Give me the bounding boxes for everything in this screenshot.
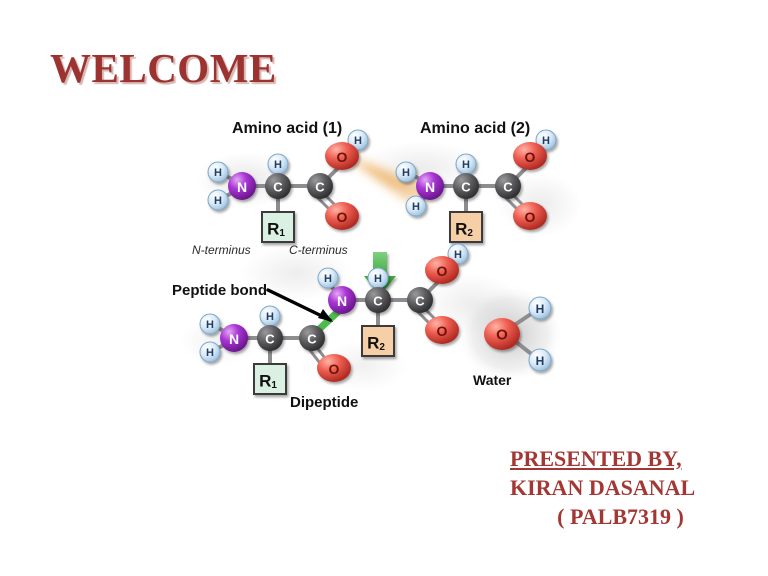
- atom-hydrogen: [395, 161, 417, 183]
- atom-hydrogen: [405, 195, 427, 217]
- side-chain-box-r1: [261, 211, 295, 243]
- condensation-glow: [346, 156, 438, 208]
- label-amino-acid-2: Amino acid (2): [420, 120, 531, 137]
- atom-hydrogen: [347, 129, 369, 151]
- atom-oxygen: [317, 354, 351, 382]
- atom-label-c: C: [273, 180, 283, 195]
- atom-hydrogen: [207, 161, 229, 183]
- atom-carbon: [265, 173, 291, 199]
- label-c-terminus: C-terminus: [289, 243, 348, 257]
- atom-carbon: [407, 287, 433, 313]
- peptide-bond-diagram: H H H H N C C O O R1 H H H H N C C O O: [170, 112, 590, 422]
- atom-label-h: H: [374, 273, 382, 285]
- atom-nitrogen: [228, 172, 256, 200]
- atom-label-o: O: [329, 361, 340, 377]
- atom-label-c: C: [415, 294, 425, 309]
- presenter-block: PRESENTED BY, KIRAN DASANAL ( PALB7319 ): [510, 444, 755, 531]
- atom-carbon: [307, 173, 333, 199]
- atom-label-h: H: [266, 311, 274, 323]
- atom-carbon: [453, 173, 479, 199]
- atom-carbon: [365, 287, 391, 313]
- atom-label-c: C: [503, 180, 513, 195]
- atom-label-h: H: [542, 135, 550, 147]
- atom-hydrogen: [207, 189, 229, 211]
- atom-label-h: H: [412, 201, 420, 213]
- atom-label-h: H: [402, 167, 410, 179]
- label-peptide-bond: Peptide bond: [172, 282, 267, 299]
- atom-label-n: N: [237, 179, 247, 195]
- diagram-svg: H H H H N C C O O R1 H H H H N C C O O: [199, 129, 564, 395]
- atom-carbon: [257, 325, 283, 351]
- atom-label-h: H: [454, 249, 462, 261]
- atom-label-h: H: [536, 302, 545, 316]
- atom-label-h: H: [324, 273, 332, 285]
- side-chain-box-r1: [253, 363, 287, 395]
- atom-hydrogen: [528, 296, 552, 320]
- label-water: Water: [473, 372, 512, 388]
- atom-oxygen: [325, 202, 359, 230]
- atom-hydrogen: [317, 267, 339, 289]
- atom-label-h: H: [206, 319, 214, 331]
- atom-label-h: H: [214, 167, 222, 179]
- atom-oxygen: [425, 256, 459, 284]
- atom-oxygen: [513, 202, 547, 230]
- presenter-line-role: PRESENTED BY,: [510, 446, 682, 471]
- atom-label-o: O: [437, 323, 448, 339]
- atom-label-c: C: [461, 180, 471, 195]
- atom-nitrogen: [220, 324, 248, 352]
- atom-label-h: H: [274, 159, 282, 171]
- atom-label-h: H: [462, 159, 470, 171]
- atom-hydrogen: [528, 348, 552, 372]
- atom-label-h: H: [354, 135, 362, 147]
- atom-label-c: C: [265, 332, 275, 347]
- presenter-line-name: KIRAN DASANAL: [510, 475, 696, 501]
- atom-oxygen: [484, 318, 520, 350]
- atom-hydrogen: [199, 341, 221, 363]
- page-title: WELCOME: [50, 45, 277, 91]
- atom-label-n: N: [229, 331, 239, 347]
- atom-carbon: [495, 173, 521, 199]
- atom-oxygen: [513, 142, 547, 170]
- atom-label-o: O: [437, 263, 448, 279]
- peptide-bond-pointer: [266, 288, 333, 322]
- atom-label-o: O: [496, 327, 508, 344]
- atom-label-n: N: [337, 293, 347, 309]
- atom-label-h: H: [214, 195, 222, 207]
- atom-nitrogen: [328, 286, 356, 314]
- atom-oxygen: [425, 316, 459, 344]
- atom-label-h: H: [536, 354, 545, 368]
- atom-label-o: O: [525, 149, 536, 165]
- atom-oxygen: [325, 142, 359, 170]
- atom-label-h: H: [206, 347, 214, 359]
- side-chain-box-r2: [449, 211, 483, 243]
- presenter-line-id: ( PALB7319 ): [557, 504, 684, 530]
- atom-label-c: C: [373, 294, 383, 309]
- atom-label-c: C: [307, 332, 317, 347]
- atom-hydrogen: [199, 313, 221, 335]
- atom-carbon: [299, 325, 325, 351]
- label-dipeptide: Dipeptide: [290, 394, 359, 411]
- atom-label-c: C: [315, 180, 325, 195]
- atom-nitrogen: [416, 172, 444, 200]
- atom-label-n: N: [425, 179, 435, 195]
- atom-label-o: O: [337, 209, 348, 225]
- atom-hydrogen: [447, 243, 469, 265]
- atom-label-o: O: [525, 209, 536, 225]
- label-amino-acid-1: Amino acid (1): [232, 120, 343, 137]
- side-chain-box-r2: [361, 325, 395, 357]
- atom-label-o: O: [337, 149, 348, 165]
- atom-hydrogen: [535, 129, 557, 151]
- label-n-terminus: N-terminus: [192, 243, 251, 257]
